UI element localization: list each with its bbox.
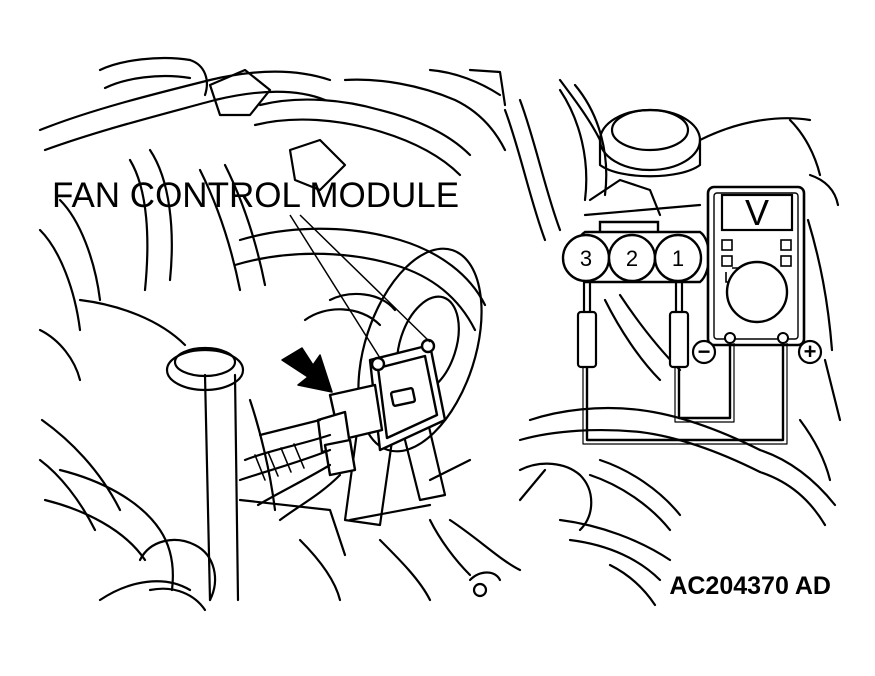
figure-code: AC204370 AD: [669, 572, 831, 600]
engine-bay-line-art: [38, 56, 842, 612]
lead-pin-1-to-negative: [677, 343, 732, 420]
voltmeter-display: [720, 193, 794, 232]
connector-pin-3-label: 3: [580, 246, 592, 271]
connector-pin-1: [653, 233, 703, 283]
meter-leads: [582, 343, 788, 445]
probe-pin-3: [576, 282, 598, 369]
label-leader-lines: [289, 214, 431, 359]
wire-harness: [238, 418, 342, 522]
voltmeter-inner-frame: [713, 192, 799, 340]
fan-control-module: [316, 338, 447, 477]
voltmeter: V: [706, 185, 806, 347]
voltmeter-negative-jack: [724, 332, 736, 344]
connector-pin-1-label: 1: [672, 246, 684, 271]
negative-sign: −: [698, 339, 711, 364]
lead-pin-3-to-positive: [585, 343, 785, 442]
connector-diagram: 3 2 1: [561, 220, 711, 284]
pointer-arrow: [281, 347, 333, 393]
positive-terminal-symbol: +: [797, 339, 823, 365]
voltmeter-positive-jack: [777, 332, 789, 344]
probe-pin-1: [668, 282, 690, 369]
component-label: FAN CONTROL MODULE: [52, 176, 459, 215]
connector-pin-2-label: 2: [626, 246, 638, 271]
test-probes: [576, 282, 690, 369]
voltmeter-dial: [725, 260, 789, 324]
negative-terminal-symbol: −: [691, 339, 717, 365]
connector-latch: [598, 220, 660, 232]
voltmeter-unit-v: V: [745, 192, 769, 233]
positive-sign: +: [804, 339, 817, 364]
